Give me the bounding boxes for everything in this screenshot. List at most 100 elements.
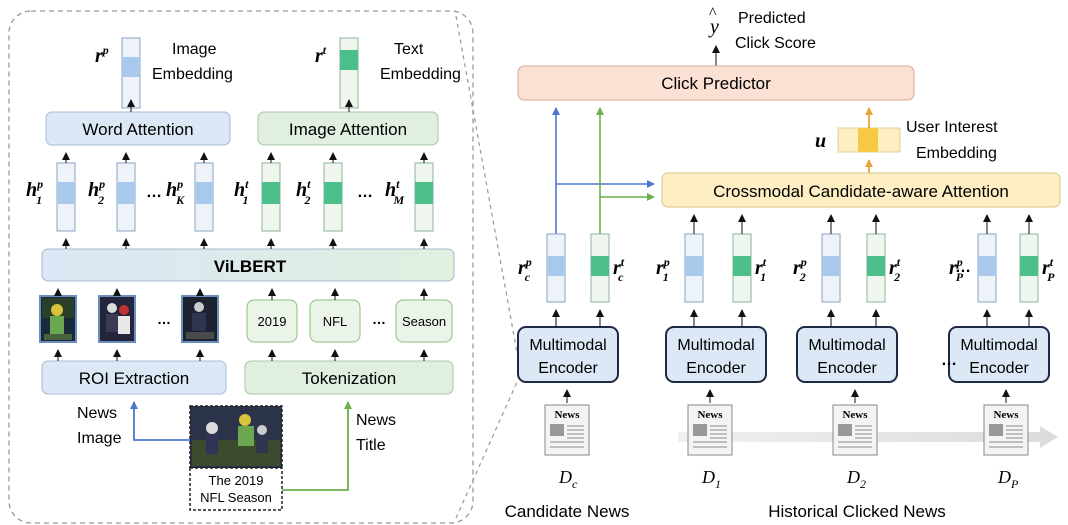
text-embedding-label-line1: Text <box>394 41 424 58</box>
news-doc-photo-2 <box>838 424 852 436</box>
u-symbol: u <box>815 130 826 152</box>
arrow-image-to-roi <box>130 401 190 441</box>
tokenization-label: Tokenization <box>302 369 397 388</box>
roi-thumbnail-1 <box>39 295 77 343</box>
news-photo <box>189 405 283 469</box>
token-2019-label: 2019 <box>258 314 287 329</box>
encoder-label-line1-3: Multimodal <box>960 337 1037 354</box>
news-caption-line2: NFL Season <box>200 490 272 505</box>
ht-ellipsis: … <box>357 184 373 201</box>
token-nfl-label: NFL <box>323 314 348 329</box>
news-title-label-line1: News <box>356 412 396 429</box>
candidate-news-label: Candidate News <box>505 502 630 521</box>
roi-thumbnail-2 <box>98 295 136 343</box>
news-title-label-line2: Title <box>356 437 386 454</box>
click-predictor-label: Click Predictor <box>661 74 771 93</box>
d-label-1: D1 <box>701 467 721 491</box>
rt-vector-fill-c <box>591 256 609 276</box>
text-embedding-label-line2: Embedding <box>380 66 461 83</box>
d-label-c: Dc <box>558 467 578 491</box>
news-doc-photo-1 <box>693 424 707 436</box>
encoder-label-line2-3: Encoder <box>969 360 1029 377</box>
yhat-hat: ^ <box>709 5 717 22</box>
news-doc-label-0: News <box>554 409 580 421</box>
arrows-extraction-to-inputs <box>54 349 428 361</box>
news-doc-label-3: News <box>993 409 1019 421</box>
rp-vector-fill-c <box>547 256 565 276</box>
image-embedding-label-line2: Embedding <box>152 66 233 83</box>
encoder-label-line1-0: Multimodal <box>529 337 606 354</box>
roi-ellipsis: … <box>157 311 171 327</box>
news-doc-label-2: News <box>842 409 868 421</box>
vilbert-box <box>41 248 455 282</box>
token-ellipsis: … <box>372 311 386 327</box>
user-interest-vector <box>837 127 901 153</box>
crossmodal-attention-box <box>661 172 1061 208</box>
encoder-label-line1-1: Multimodal <box>677 337 754 354</box>
roi-thumbnail-3 <box>181 295 219 343</box>
news-image-label-line1: News <box>77 405 117 422</box>
ht-vectors <box>261 162 434 232</box>
click-predictor-box <box>517 65 915 101</box>
arrows-h-to-attention <box>62 152 428 163</box>
d-label-2: D2 <box>846 467 866 491</box>
word-attention-box <box>45 111 231 146</box>
rt-vector-fill-2 <box>867 256 885 276</box>
arrow-title-to-tokenization <box>282 401 352 491</box>
news-caption-box <box>189 467 283 511</box>
predicted-label-line2: Click Score <box>735 35 816 52</box>
rt-vector-fill-1 <box>733 256 751 276</box>
image-embedding-vector <box>121 37 141 109</box>
token-season-label: Season <box>402 314 446 329</box>
encoder-ellipsis: … <box>941 352 957 369</box>
zoom-connector-top <box>455 15 519 359</box>
word-attention-label: Word Attention <box>82 120 193 139</box>
news-doc-photo-3 <box>989 424 1003 436</box>
vilbert-label: ViLBERT <box>214 257 287 276</box>
news-caption-line1: The 2019 <box>209 473 264 488</box>
roi-extraction-label: ROI Extraction <box>79 369 190 388</box>
multimodal-encoder-3 <box>948 326 1050 383</box>
rt-symbol: rt <box>315 43 327 67</box>
rp-vector-fill-1 <box>685 256 703 276</box>
d-label-P: DP <box>997 467 1019 491</box>
arrows-inputs-to-vilbert <box>54 288 428 300</box>
predicted-label-line1: Predicted <box>738 10 806 27</box>
yhat-symbol: y <box>708 16 719 38</box>
crossmodal-attention-label: Crossmodal Candidate-aware Attention <box>713 182 1009 201</box>
encoder-label-line2-2: Encoder <box>817 360 877 377</box>
left-panel-border <box>8 10 474 524</box>
encoder-label-line2-0: Encoder <box>538 360 598 377</box>
news-image-label-line2: Image <box>77 430 122 447</box>
rp-vector-fill-2 <box>822 256 840 276</box>
user-interest-label-line2: Embedding <box>916 145 997 162</box>
hp-vectors <box>56 162 214 232</box>
encoder-label-line2-1: Encoder <box>686 360 746 377</box>
tokenization-box <box>244 360 454 395</box>
multimodal-encoder-2 <box>796 326 898 383</box>
multimodal-encoder-0 <box>517 326 619 383</box>
roi-extraction-box <box>41 360 227 395</box>
rp-symbol: rp <box>95 43 109 67</box>
image-attention-label: Image Attention <box>289 120 407 139</box>
hp-ellipsis: … <box>146 184 162 201</box>
encoder-label-line1-2: Multimodal <box>808 337 885 354</box>
rt-vector-fill-P <box>1020 256 1038 276</box>
news-doc-label-1: News <box>697 409 723 421</box>
zoom-connector-bottom <box>455 379 519 519</box>
